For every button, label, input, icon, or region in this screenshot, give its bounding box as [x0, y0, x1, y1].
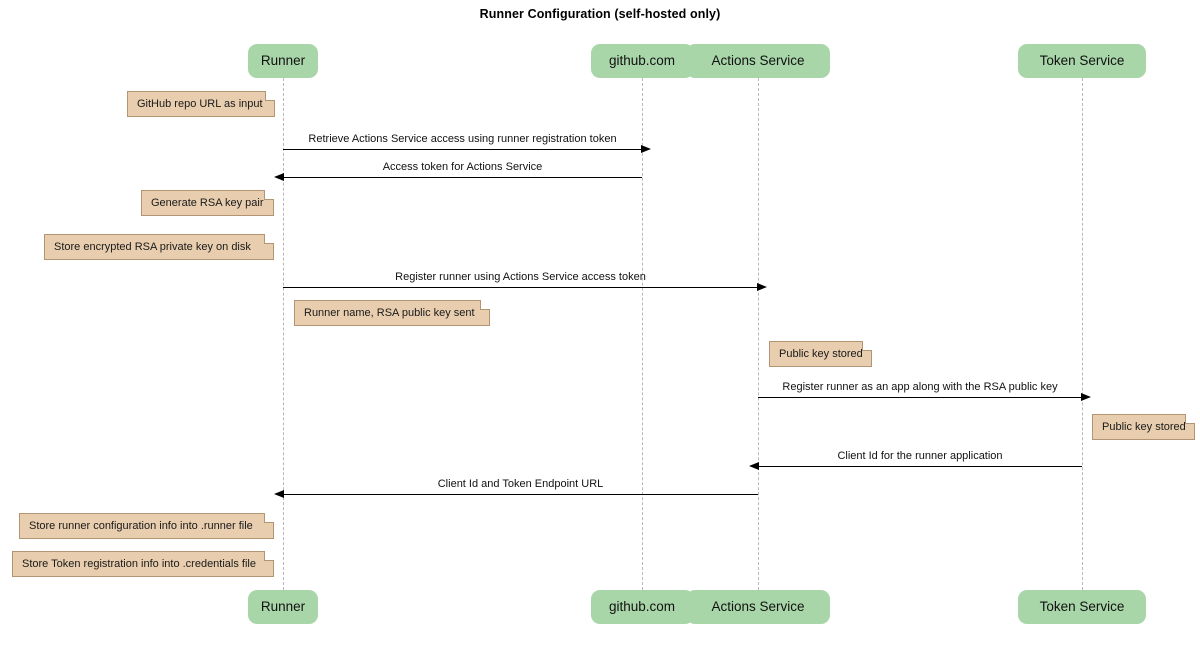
note-fold-icon: [480, 300, 490, 310]
message-label: Access token for Actions Service: [382, 161, 543, 173]
message-arrow: [283, 283, 767, 291]
participant-token-top[interactable]: Token Service: [1018, 44, 1146, 78]
arrowhead-icon: [1081, 393, 1091, 401]
lifeline-github: [642, 78, 643, 590]
message-arrow: [758, 393, 1091, 401]
participant-token-bottom[interactable]: Token Service: [1018, 590, 1146, 624]
participant-actions-bottom[interactable]: Actions Service: [686, 590, 830, 624]
arrowhead-icon: [274, 173, 284, 181]
lifeline-actions: [758, 78, 759, 590]
note: Generate RSA key pair: [141, 190, 274, 216]
note-fold-icon: [264, 513, 274, 523]
lifeline-runner: [283, 78, 284, 590]
note-fold-icon: [862, 341, 872, 351]
arrowhead-icon: [641, 145, 651, 153]
participant-runner-top[interactable]: Runner: [247, 44, 319, 78]
note-fold-icon: [264, 551, 274, 561]
arrowhead-icon: [749, 462, 759, 470]
note-fold-icon: [264, 190, 274, 200]
message-arrow: [274, 173, 642, 181]
message-label: Retrieve Actions Service access using ru…: [308, 133, 617, 145]
participant-runner-bottom[interactable]: Runner: [247, 590, 319, 624]
note: Store Token registration info into .cred…: [12, 551, 274, 577]
note: Store encrypted RSA private key on disk: [44, 234, 274, 260]
message-arrow: [274, 490, 758, 498]
note: GitHub repo URL as input: [127, 91, 275, 117]
message-label: Register runner as an app along with the…: [782, 381, 1058, 393]
note-fold-icon: [265, 91, 275, 101]
note: Store runner configuration info into .ru…: [19, 513, 274, 539]
participant-github-bottom[interactable]: github.com: [590, 590, 694, 624]
arrowhead-icon: [274, 490, 284, 498]
note: Public key stored: [1092, 414, 1195, 440]
message-label: Client Id and Token Endpoint URL: [437, 478, 604, 490]
participant-github-top[interactable]: github.com: [590, 44, 694, 78]
message-label: Client Id for the runner application: [837, 450, 1003, 462]
message-label: Register runner using Actions Service ac…: [395, 271, 646, 283]
message-arrow: [283, 145, 651, 153]
note-fold-icon: [264, 234, 274, 244]
participant-actions-top[interactable]: Actions Service: [686, 44, 830, 78]
arrowhead-icon: [757, 283, 767, 291]
lifeline-token: [1082, 78, 1083, 590]
message-arrow: [749, 462, 1082, 470]
note: Runner name, RSA public key sent: [294, 300, 490, 326]
note-fold-icon: [1185, 414, 1195, 424]
note: Public key stored: [769, 341, 872, 367]
page-title: Runner Configuration (self-hosted only): [479, 7, 721, 21]
